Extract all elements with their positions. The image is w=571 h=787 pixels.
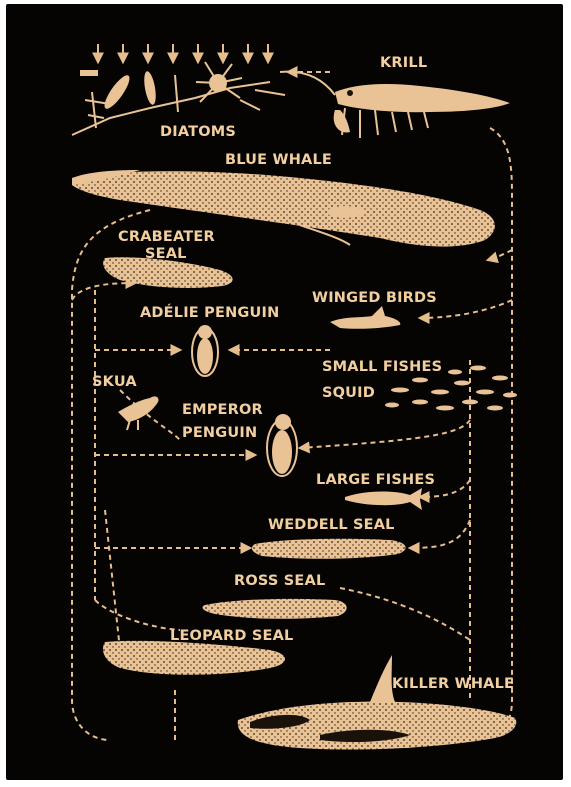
label-weddell-seal: WEDDELL SEAL (268, 517, 395, 533)
skua-illustration (118, 396, 159, 430)
label-adelie-penguin: ADÉLIE PENGUIN (140, 304, 279, 321)
large-fishes-illustration (345, 488, 422, 510)
label-ross-seal: ROSS SEAL (234, 573, 325, 589)
label-killer-whale: KILLER WHALE (392, 676, 514, 692)
killer-whale-illustration (238, 655, 517, 750)
label-emperor-penguin-line1: EMPEROR (182, 402, 263, 418)
sunlight-arrows (98, 44, 268, 62)
ross-seal-illustration (202, 599, 346, 619)
krill-illustration (280, 72, 510, 138)
label-emperor-penguin-line2: PENGUIN (182, 425, 257, 441)
emperor-penguin-illustration (267, 414, 297, 476)
weddell-seal-illustration (252, 539, 406, 559)
adelie-penguin-illustration (192, 325, 218, 376)
label-small-fishes: SMALL FISHES (322, 359, 442, 375)
label-skua: SKUA (92, 374, 137, 390)
label-squid: SQUID (322, 385, 375, 401)
label-blue-whale: BLUE WHALE (225, 152, 332, 168)
label-diatoms: DIATOMS (160, 124, 236, 140)
leopard-seal-illustration (103, 641, 285, 675)
winged-birds-illustration (330, 306, 400, 329)
label-large-fishes: LARGE FISHES (316, 472, 435, 488)
label-krill: KRILL (380, 55, 427, 71)
label-winged-birds: WINGED BIRDS (312, 290, 437, 306)
label-crabeater-seal-line2: SEAL (145, 246, 187, 262)
label-crabeater-seal-line1: CRABEATER (118, 229, 215, 245)
label-leopard-seal: LEOPARD SEAL (170, 628, 293, 644)
